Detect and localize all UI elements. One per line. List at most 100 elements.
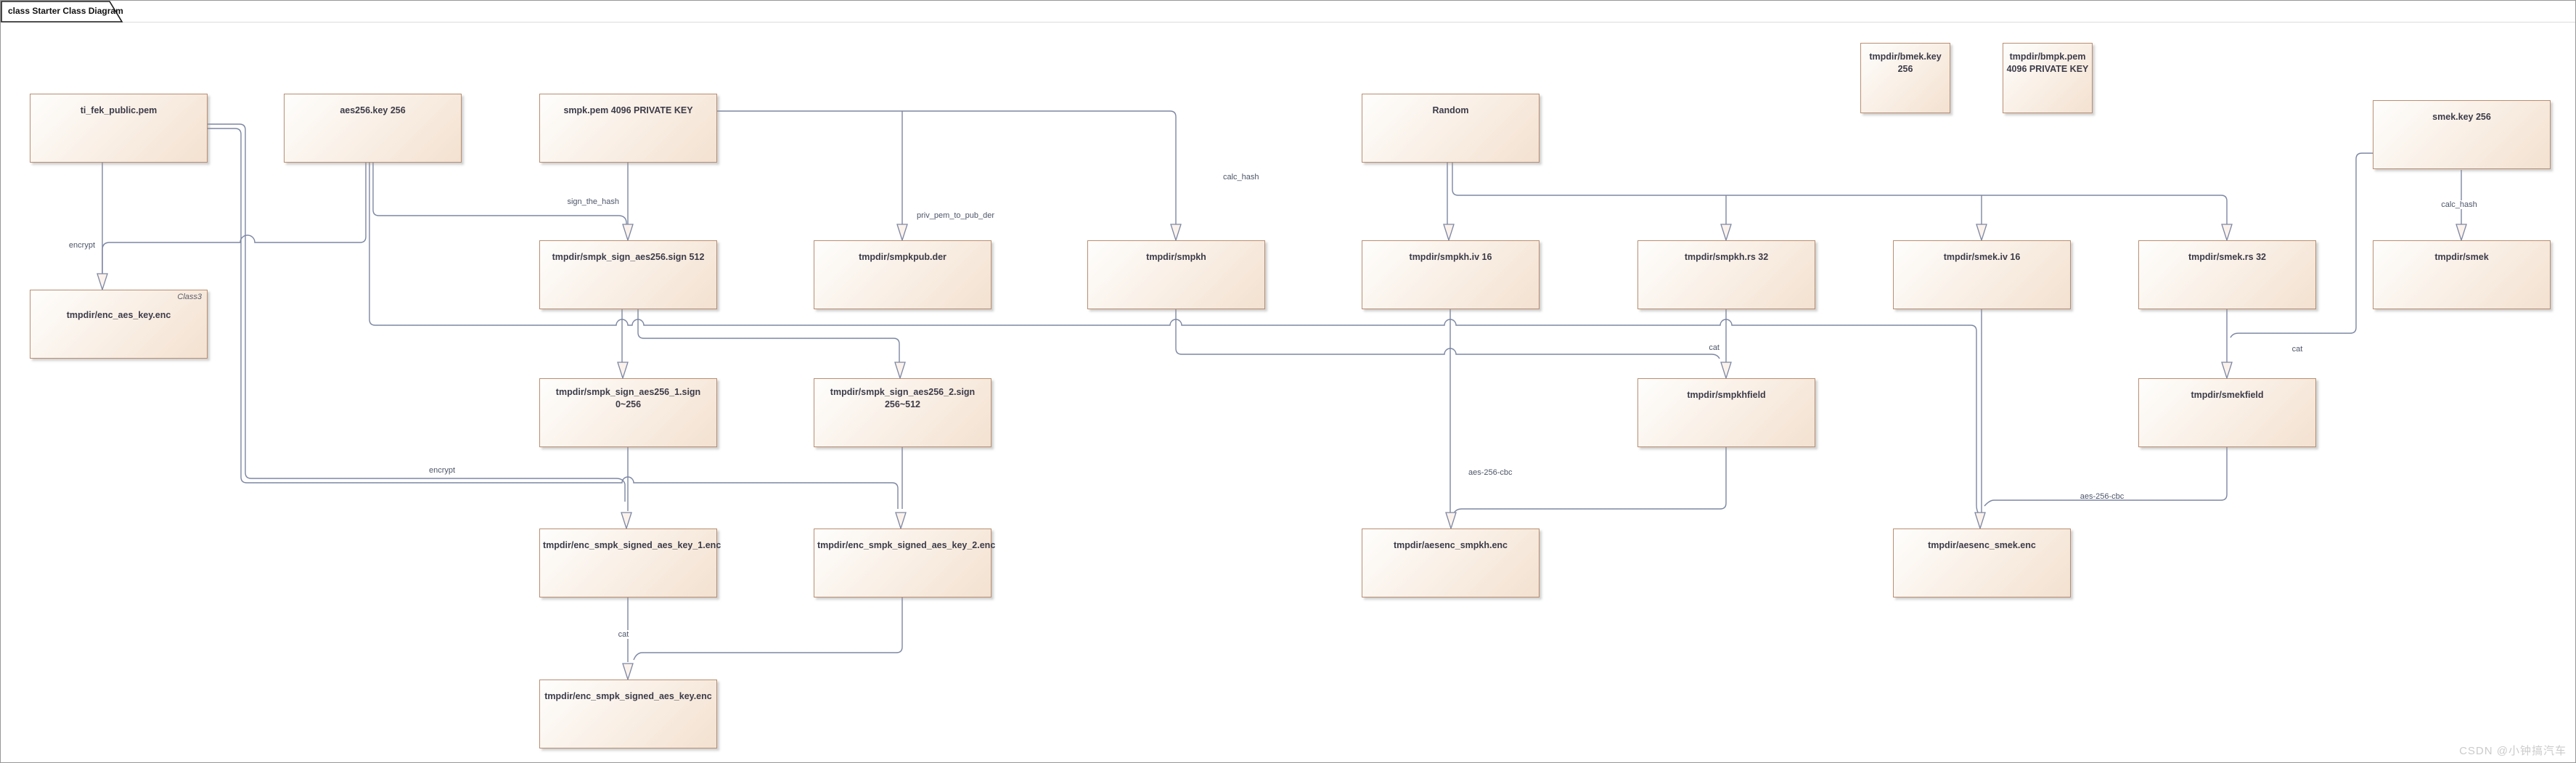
node-label: tmpdir/smpk_sign_aes256_1.sign (555, 387, 701, 397)
node-smek-iv[interactable]: tmpdir/smek.iv 16 (1893, 240, 2071, 309)
node-label: tmpdir/smpkh (1146, 252, 1206, 262)
node-label: tmpdir/aesenc_smpkh.enc (1393, 540, 1508, 550)
node-random[interactable]: Random (1362, 94, 1540, 163)
node-label: smek.key 256 (2432, 112, 2491, 122)
connector-label: encrypt (428, 466, 456, 475)
node-ti-fek[interactable]: ti_fek_public.pem (30, 94, 208, 163)
node-label: aes256.key 256 (340, 105, 406, 115)
node-label-line2: 256 (1897, 64, 1913, 74)
node-label: tmpdir/enc_smpk_signed_aes_key.enc (544, 691, 712, 701)
node-label: tmpdir/smek.iv 16 (1943, 252, 2021, 262)
node-label: tmpdir/smpk_sign_aes256.sign 512 (552, 252, 705, 262)
arrowhead-icon (2221, 362, 2233, 380)
node-label: tmpdir/smekfield (2191, 390, 2264, 400)
node-label: tmpdir/bmek.key (1869, 52, 1942, 62)
connector-label: sign_the_hash (567, 197, 619, 206)
connector[interactable] (717, 110, 1177, 224)
node-stereotype: Class3 (177, 293, 202, 301)
arrowhead-icon (896, 224, 908, 242)
node-label: tmpdir/enc_aes_key.enc (66, 310, 171, 320)
node-aesenc-smpkh[interactable]: tmpdir/aesenc_smpkh.enc (1362, 529, 1540, 597)
watermark: CSDN @小钟搞汽车 (2459, 745, 2567, 757)
connector[interactable] (369, 163, 1980, 515)
node-smek[interactable]: tmpdir/smek (2373, 240, 2551, 309)
connector[interactable] (102, 163, 367, 274)
node-bmpk[interactable]: tmpdir/bmpk.pem 4096 PRIVATE KEY (2003, 43, 2093, 113)
connector[interactable] (1175, 309, 1720, 359)
connector-label: cat (1709, 343, 1720, 352)
arrowhead-icon (895, 512, 907, 531)
arrowhead-icon (1443, 224, 1455, 242)
connector-label: calc_hash (1223, 173, 1259, 181)
arrowhead-icon (1974, 512, 1986, 531)
arrowhead-icon (1720, 362, 1732, 380)
node-label: ti_fek_public.pem (80, 105, 158, 115)
node-smpkh-rs[interactable]: tmpdir/smpkh.rs 32 (1637, 240, 1815, 309)
arrowhead-icon (617, 362, 629, 380)
connector[interactable] (1453, 447, 1727, 514)
node-label: tmpdir/smpkh.rs 32 (1684, 252, 1769, 262)
connector[interactable] (208, 128, 899, 509)
arrowhead-icon (97, 273, 108, 292)
connector-label: calc_hash (2440, 200, 2479, 209)
connector[interactable] (2230, 152, 2373, 338)
node-smpkpub[interactable]: tmpdir/smpkpub.der (814, 240, 991, 309)
node-key2enc[interactable]: tmpdir/enc_smpk_signed_aes_key_2.enc (814, 529, 996, 597)
node-label: smpk.pem 4096 PRIVATE KEY (563, 105, 693, 115)
node-smpkh[interactable]: tmpdir/smpkh (1087, 240, 1265, 309)
node-bmek[interactable]: tmpdir/bmek.key 256 (1860, 43, 1950, 113)
connector-label: cat (2290, 345, 2305, 354)
arrowhead-icon (622, 663, 634, 682)
diagram-title: class Starter Class Diagram (8, 6, 123, 16)
node-key1enc[interactable]: tmpdir/enc_smpk_signed_aes_key_1.enc (539, 529, 721, 597)
node-sign-1[interactable]: tmpdir/smpk_sign_aes256_1.sign 0~256 (539, 378, 717, 447)
node-smek-key[interactable]: smek.key 256 (2373, 100, 2551, 169)
node-label: tmpdir/enc_smpk_signed_aes_key_2.enc (817, 540, 996, 550)
node-sign-2[interactable]: tmpdir/smpk_sign_aes256_2.sign 256~512 (814, 378, 991, 447)
node-enc-aes-key[interactable]: Class3 tmpdir/enc_aes_key.enc (30, 290, 208, 359)
connector-label: cat (616, 630, 631, 639)
arrowhead-icon (2221, 224, 2233, 242)
arrowhead-icon (1170, 224, 1182, 242)
connector-label: aes-256-cbc (2080, 492, 2125, 501)
node-label: tmpdir/smpkhfield (1687, 390, 1766, 400)
node-label: tmpdir/smek (2434, 252, 2489, 262)
connector[interactable] (372, 163, 627, 226)
arrowhead-icon (894, 362, 906, 380)
node-label: tmpdir/aesenc_smek.enc (1928, 540, 2036, 550)
node-sign512[interactable]: tmpdir/smpk_sign_aes256.sign 512 (539, 240, 717, 309)
connector[interactable] (1984, 447, 2228, 507)
node-label-line2: 256~512 (884, 399, 920, 409)
frame-line (1, 22, 2575, 23)
node-smek-rs[interactable]: tmpdir/smek.rs 32 (2138, 240, 2316, 309)
node-label: tmpdir/smpkpub.der (859, 252, 946, 262)
arrowhead-icon (621, 512, 632, 531)
node-smpkh-iv[interactable]: tmpdir/smpkh.iv 16 (1362, 240, 1540, 309)
node-label: Random (1432, 105, 1469, 115)
node-label: tmpdir/bmpk.pem (2009, 52, 2086, 62)
connector-label: aes-256-cbc (1468, 468, 1513, 477)
node-label-line2: 0~256 (615, 399, 642, 409)
connector-label: priv_pem_to_pub_der (917, 211, 995, 220)
node-label: tmpdir/smek.rs 32 (2188, 252, 2266, 262)
node-smekfield[interactable]: tmpdir/smekfield (2138, 378, 2316, 447)
arrowhead-icon (1720, 224, 1732, 242)
node-label: tmpdir/enc_smpk_signed_aes_key_1.enc (543, 540, 721, 550)
node-label: tmpdir/smpkh.iv 16 (1409, 252, 1492, 262)
node-aes256[interactable]: aes256.key 256 (284, 94, 462, 163)
node-smpkhfield[interactable]: tmpdir/smpkhfield (1637, 378, 1815, 447)
arrowhead-icon (1976, 224, 1987, 242)
connector[interactable] (637, 309, 900, 362)
connector[interactable] (1452, 163, 2228, 224)
node-keyenc[interactable]: tmpdir/enc_smpk_signed_aes_key.enc (539, 680, 717, 748)
connector-label: encrypt (68, 241, 95, 250)
diagram-title-tab (1, 1, 123, 23)
connector[interactable] (633, 597, 903, 661)
node-smpk[interactable]: smpk.pem 4096 PRIVATE KEY (539, 94, 717, 163)
node-label: tmpdir/smpk_sign_aes256_2.sign (830, 387, 976, 397)
node-label-line2: 4096 PRIVATE KEY (2006, 64, 2089, 74)
arrowhead-icon (2456, 224, 2467, 242)
node-aesenc-smek[interactable]: tmpdir/aesenc_smek.enc (1893, 529, 2071, 597)
